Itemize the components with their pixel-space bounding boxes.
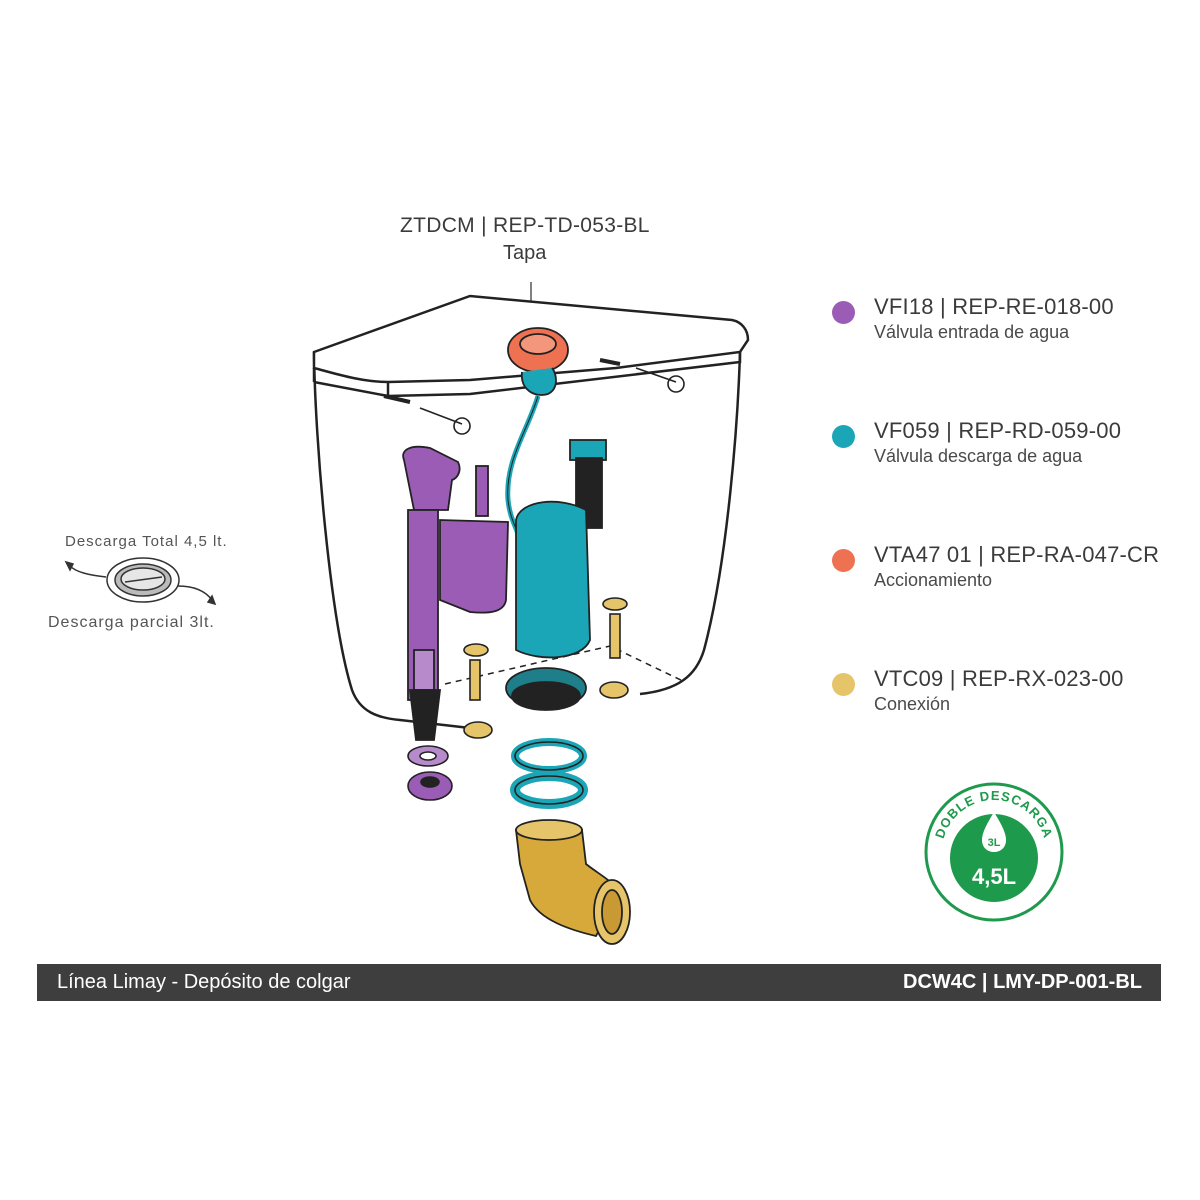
legend-name: Conexión bbox=[874, 694, 951, 714]
fill-valve-purple bbox=[402, 445, 509, 741]
badge-main-volume: 4,5L bbox=[972, 864, 1016, 889]
legend-code: VF059 | REP-RD-059-00 bbox=[874, 418, 1122, 443]
legend-dot-orange bbox=[832, 549, 855, 572]
mounting-screws bbox=[463, 597, 629, 739]
legend-code: VTC09 | REP-RX-023-00 bbox=[874, 666, 1124, 691]
footer-bar: Línea Limay - Depósito de colgar DCW4C |… bbox=[37, 964, 1161, 1001]
lid-bolts bbox=[383, 358, 685, 435]
legend-dot-purple bbox=[832, 301, 855, 324]
legend-name: Válvula entrada de agua bbox=[874, 322, 1070, 342]
legend-name: Válvula descarga de agua bbox=[874, 446, 1083, 466]
dual-flush-button-icon bbox=[64, 557, 217, 606]
callout-lid-name: Tapa bbox=[503, 242, 547, 264]
inlet-washers bbox=[407, 745, 453, 801]
footer-product-code: DCW4C | LMY-DP-001-BL bbox=[903, 971, 1142, 993]
footer-product-line: Línea Limay - Depósito de colgar bbox=[57, 971, 351, 993]
connection-elbow bbox=[514, 819, 631, 945]
legend-dot-teal bbox=[832, 425, 855, 448]
badge-small-volume: 3L bbox=[988, 837, 1001, 849]
outlet-gaskets bbox=[510, 738, 588, 809]
flush-valve-teal bbox=[505, 439, 607, 711]
legend-name: Accionamiento bbox=[874, 570, 993, 590]
callout-lid-code: ZTDCM | REP-TD-053-BL bbox=[400, 214, 650, 237]
legend-code: VTA47 01 | REP-RA-047-CR bbox=[874, 542, 1160, 567]
flush-total-label: Descarga Total 4,5 lt. bbox=[65, 533, 228, 550]
flush-actuator-button bbox=[507, 327, 569, 396]
flush-partial-label: Descarga parcial 3lt. bbox=[48, 614, 215, 631]
legend-dot-yellow bbox=[832, 673, 855, 696]
dual-flush-badge: DOBLE DESCARGA 3L 4,5L bbox=[924, 782, 1064, 922]
legend-code: VFI18 | REP-RE-018-00 bbox=[874, 294, 1114, 319]
